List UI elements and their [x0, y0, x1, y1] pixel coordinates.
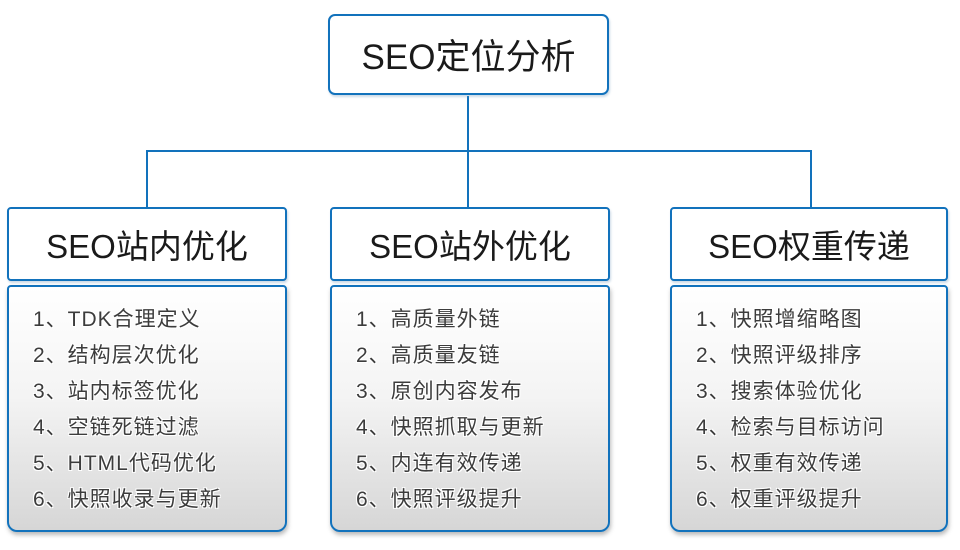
connector-root-vertical	[467, 96, 469, 151]
list-item: 2、高质量友链	[356, 344, 501, 367]
list-item: 1、高质量外链	[356, 308, 501, 331]
list-item: 3、搜索体验优化	[696, 380, 863, 403]
connector-left-vertical	[146, 150, 148, 208]
list-item: 2、结构层次优化	[33, 344, 200, 367]
connector-main-horizontal	[146, 150, 812, 152]
list-item: 4、空链死链过滤	[33, 416, 200, 439]
list-item: 5、权重有效传递	[696, 452, 863, 475]
branch-header-offsite: SEO站外优化	[330, 207, 610, 281]
branch-title: SEO站外优化	[369, 228, 571, 265]
list-item: 3、原创内容发布	[356, 380, 523, 403]
list-item: 6、快照收录与更新	[33, 488, 222, 511]
branch-header-weight: SEO权重传递	[670, 207, 948, 281]
branch-header-onsite: SEO站内优化	[7, 207, 287, 281]
list-item: 3、站内标签优化	[33, 380, 200, 403]
list-item: 4、检索与目标访问	[696, 416, 885, 439]
list-item: 6、权重评级提升	[696, 488, 863, 511]
branch-list-weight: 1、快照增缩略图 2、快照评级排序 3、搜索体验优化 4、检索与目标访问 5、权…	[670, 285, 948, 532]
root-node: SEO定位分析	[328, 14, 609, 95]
list-item: 4、快照抓取与更新	[356, 416, 545, 439]
branch-list-offsite: 1、高质量外链 2、高质量友链 3、原创内容发布 4、快照抓取与更新 5、内连有…	[330, 285, 610, 532]
branch-list-onsite: 1、TDK合理定义 2、结构层次优化 3、站内标签优化 4、空链死链过滤 5、H…	[7, 285, 287, 532]
connector-right-vertical	[810, 150, 812, 208]
list-item: 5、HTML代码优化	[33, 452, 217, 475]
root-node-title: SEO定位分析	[361, 38, 576, 77]
list-item: 1、快照增缩略图	[696, 308, 863, 331]
list-item: 2、快照评级排序	[696, 344, 863, 367]
list-item: 6、快照评级提升	[356, 488, 523, 511]
connector-middle-vertical	[467, 150, 469, 208]
branch-title: SEO站内优化	[46, 228, 248, 265]
branch-title: SEO权重传递	[708, 228, 910, 265]
list-item: 1、TDK合理定义	[33, 308, 201, 331]
list-item: 5、内连有效传递	[356, 452, 523, 475]
